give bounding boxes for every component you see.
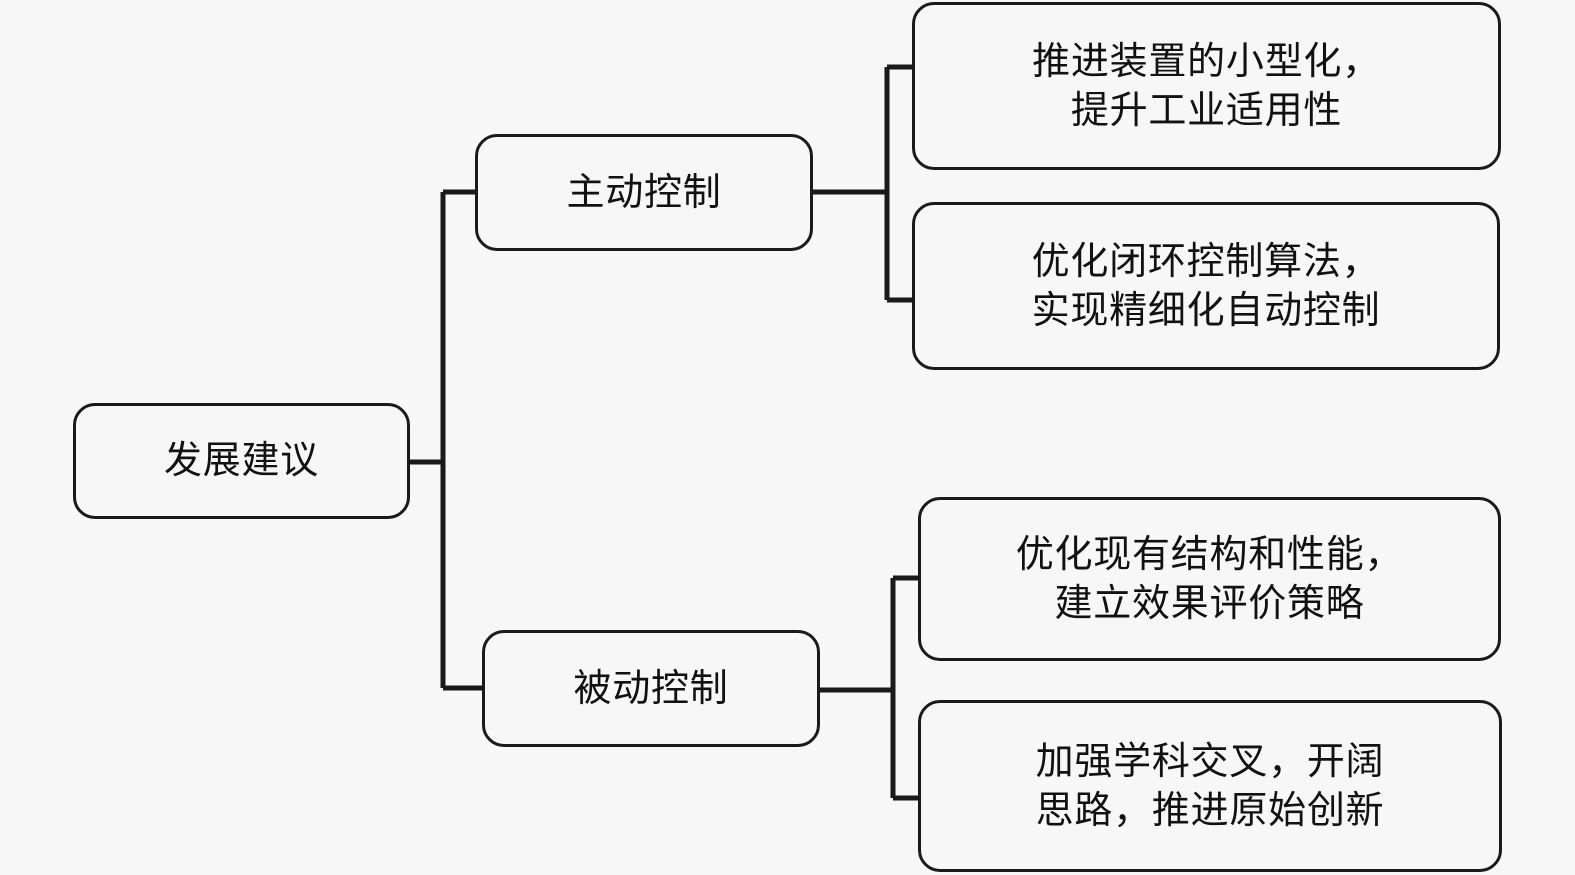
node-branch-active-control[interactable]: 主动控制 (475, 134, 813, 251)
node-leaf-interdisciplinary-innovation-label: 加强学科交叉，开阔 思路，推进原始创新 (1035, 738, 1385, 832)
node-leaf-miniaturization-label: 推进装置的小型化， 提升工业适用性 (1032, 38, 1381, 132)
node-leaf-structure-performance[interactable]: 优化现有结构和性能， 建立效果评价策略 (918, 497, 1501, 661)
node-root[interactable]: 发展建议 (73, 403, 410, 519)
node-branch-passive-control[interactable]: 被动控制 (482, 630, 820, 747)
node-branch-passive-control-label: 被动控制 (573, 665, 729, 710)
node-branch-active-control-label: 主动控制 (566, 169, 722, 214)
node-leaf-closed-loop-algorithm-label: 优化闭环控制算法， 实现精细化自动控制 (1031, 238, 1381, 332)
node-leaf-interdisciplinary-innovation[interactable]: 加强学科交叉，开阔 思路，推进原始创新 (918, 700, 1502, 872)
node-leaf-structure-performance-label: 优化现有结构和性能， 建立效果评价策略 (1015, 531, 1404, 625)
node-leaf-closed-loop-algorithm[interactable]: 优化闭环控制算法， 实现精细化自动控制 (912, 202, 1500, 370)
node-leaf-miniaturization[interactable]: 推进装置的小型化， 提升工业适用性 (912, 2, 1501, 170)
node-root-label: 发展建议 (163, 438, 320, 483)
